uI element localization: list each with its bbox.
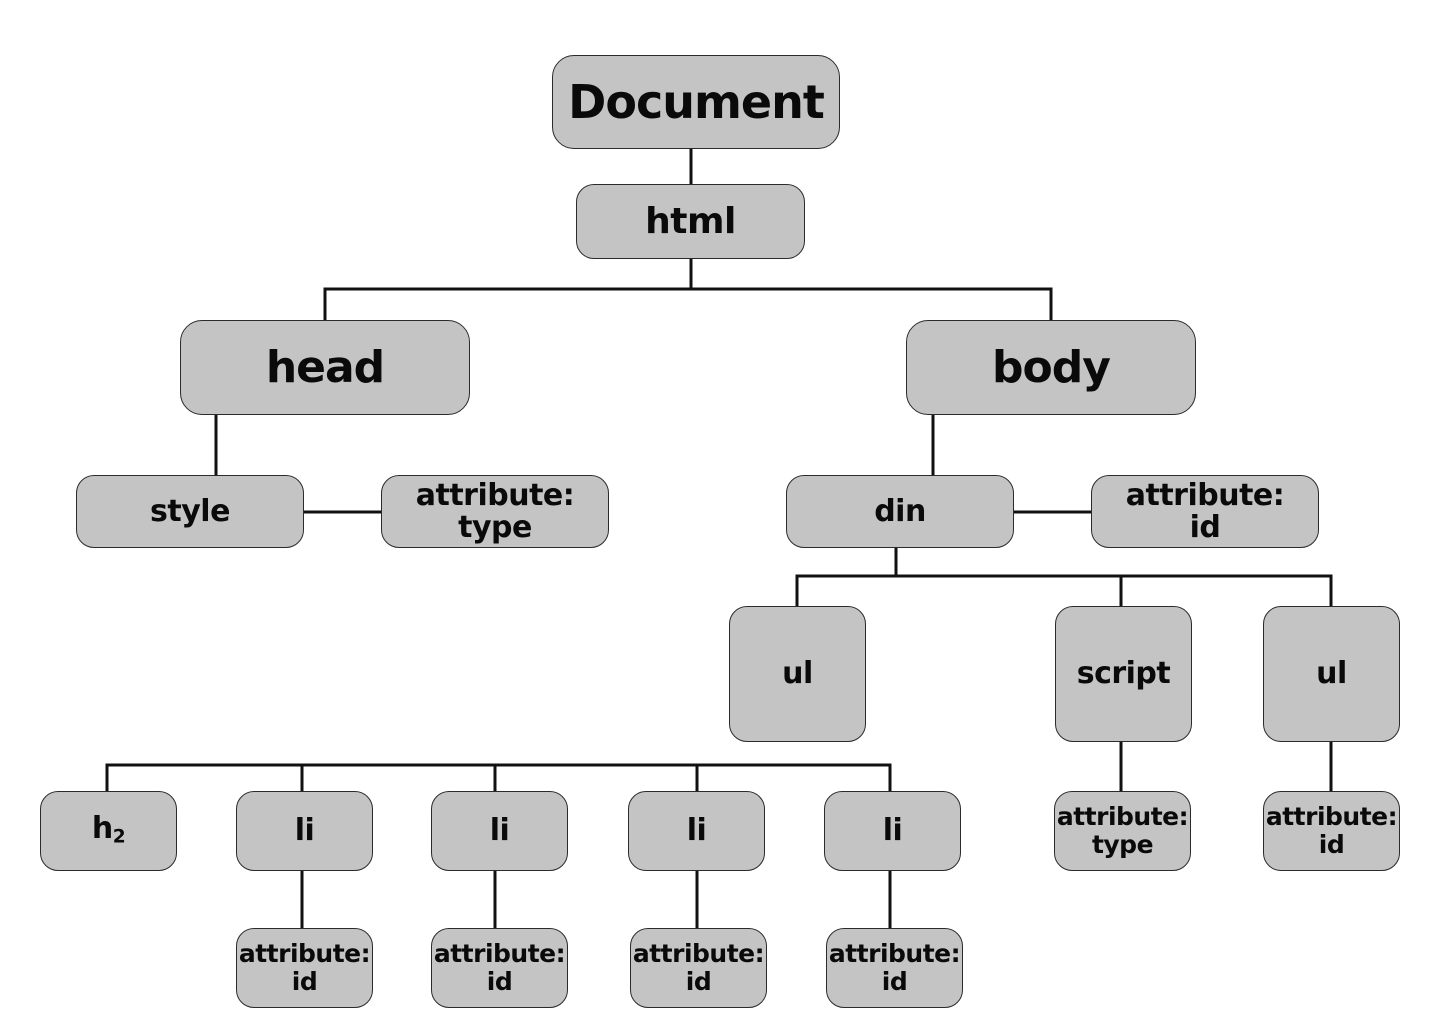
node-ul-2: ul: [1263, 606, 1400, 742]
node-script-attribute-label: attribute:: [1056, 801, 1189, 831]
node-li-4-attribute-label: attribute:: [828, 938, 961, 968]
node-din: din: [786, 475, 1014, 548]
node-style-attribute: attribute: type: [381, 475, 609, 548]
node-li-2-attribute-label: attribute:: [433, 938, 566, 968]
node-li-3-attribute-value: id: [685, 967, 712, 996]
node-din-label: din: [874, 493, 926, 529]
node-document-label: Document: [568, 75, 825, 129]
node-script: script: [1055, 606, 1192, 742]
node-head: head: [180, 320, 470, 415]
node-li-1-attribute-label: attribute:: [238, 938, 371, 968]
node-li-1-attribute: attribute: id: [236, 928, 373, 1008]
node-html-label: html: [645, 200, 736, 242]
node-style-label: style: [150, 493, 230, 529]
node-h2-label: h2: [91, 811, 126, 849]
node-ul-2-attribute-label: attribute:: [1265, 801, 1398, 831]
node-li-2-label: li: [489, 813, 510, 848]
node-ul-1-label: ul: [782, 656, 813, 691]
node-li-3-attribute-label: attribute:: [632, 938, 765, 968]
node-ul-2-attribute: attribute: id: [1263, 791, 1400, 871]
node-din-attribute: attribute: id: [1091, 475, 1319, 548]
node-style-attribute-value: type: [458, 509, 532, 545]
node-h2-letter: h: [91, 811, 113, 847]
node-script-attribute-value: type: [1091, 830, 1154, 859]
node-li-1-attribute-value: id: [291, 967, 318, 996]
node-li-4-attribute: attribute: id: [826, 928, 963, 1008]
node-li-1-label: li: [294, 813, 315, 848]
node-din-attribute-value: id: [1189, 509, 1221, 545]
node-li-1: li: [236, 791, 373, 871]
node-head-label: head: [265, 341, 385, 393]
node-ul-2-label: ul: [1316, 656, 1347, 691]
node-body: body: [906, 320, 1196, 415]
node-h2-subscript: 2: [112, 827, 126, 849]
node-h2: h2: [40, 791, 177, 871]
node-li-3-attribute: attribute: id: [630, 928, 767, 1008]
node-din-attribute-label: attribute:: [1125, 478, 1285, 514]
node-li-4-label: li: [882, 813, 903, 848]
node-script-attribute: attribute: type: [1054, 791, 1191, 871]
node-li-4-attribute-value: id: [881, 967, 908, 996]
node-style: style: [76, 475, 304, 548]
node-li-3: li: [628, 791, 765, 871]
node-html: html: [576, 184, 805, 259]
node-body-label: body: [992, 341, 1111, 393]
node-style-attribute-label: attribute:: [415, 478, 575, 514]
node-li-2-attribute-value: id: [486, 967, 513, 996]
node-ul-2-attribute-value: id: [1318, 830, 1345, 859]
node-document: Document: [552, 55, 840, 149]
node-li-2-attribute: attribute: id: [431, 928, 568, 1008]
node-li-2: li: [431, 791, 568, 871]
node-li-3-label: li: [686, 813, 707, 848]
node-ul-1: ul: [729, 606, 866, 742]
node-script-label: script: [1076, 656, 1171, 691]
node-li-4: li: [824, 791, 961, 871]
